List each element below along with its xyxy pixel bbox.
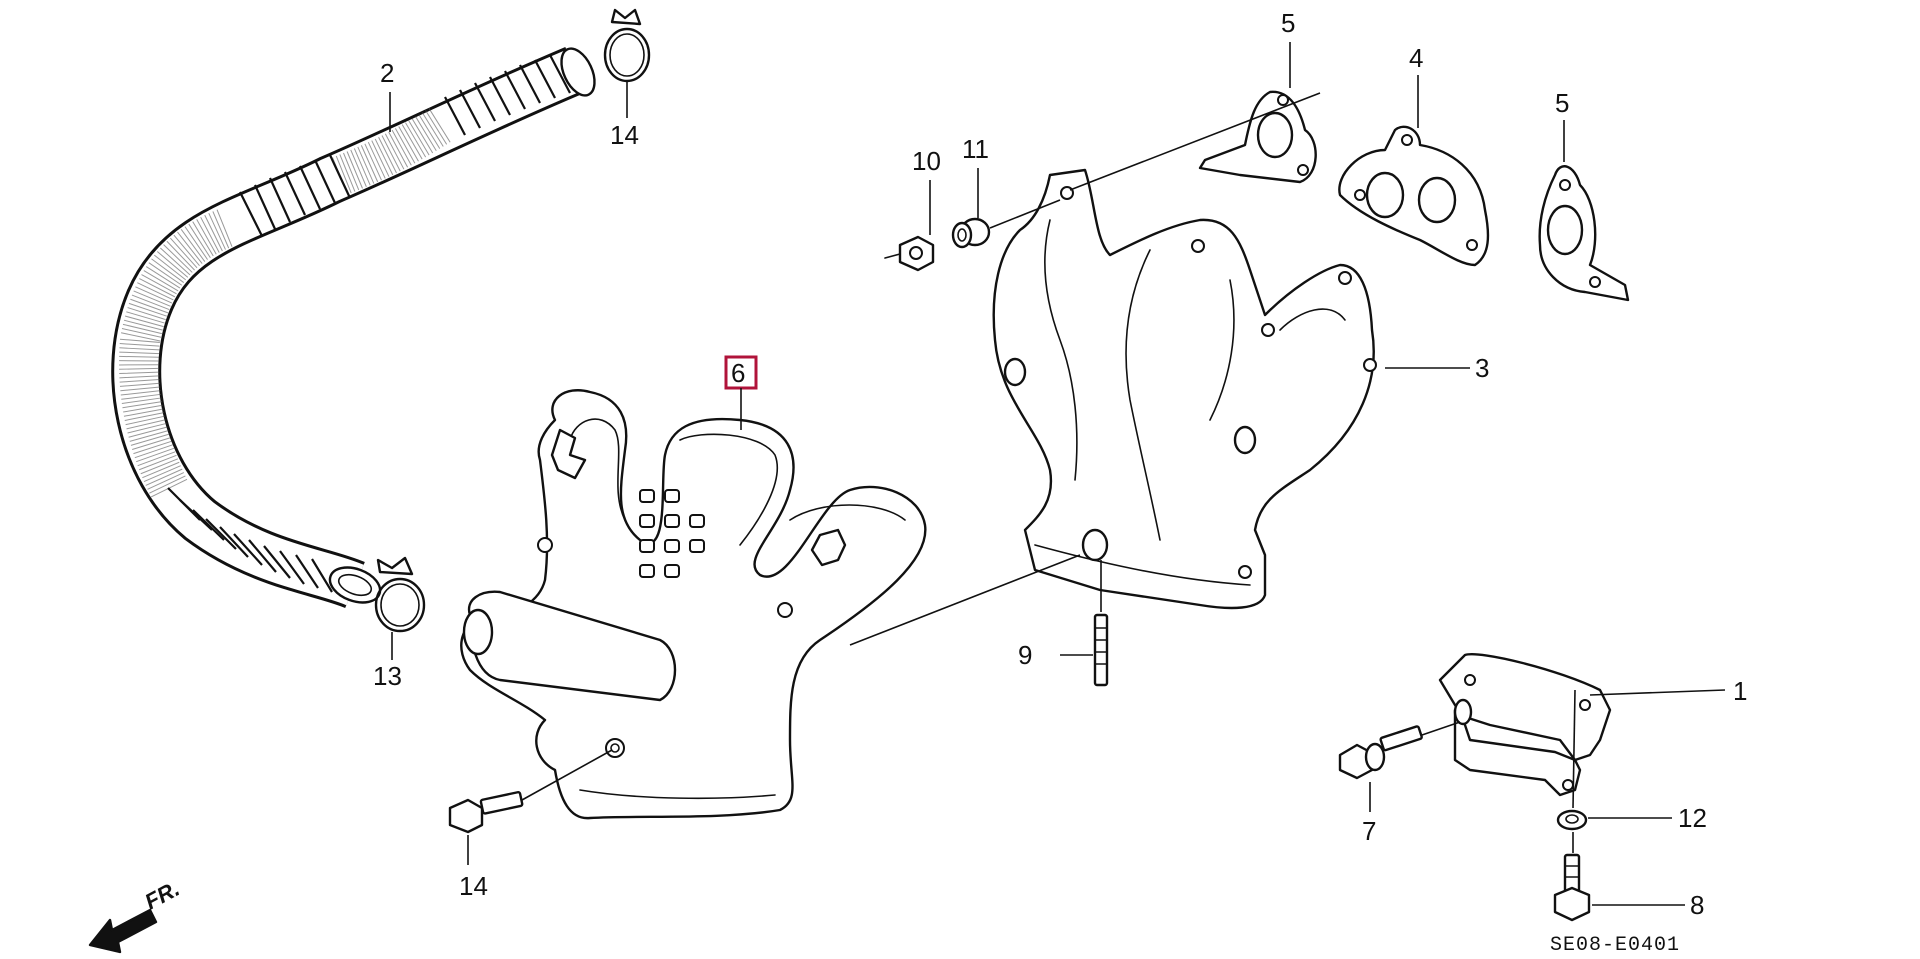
part-8-bolt[interactable] (1553, 853, 1591, 922)
alignment-line-collar (989, 199, 1061, 229)
hose-ribs-upper (239, 54, 571, 237)
part-13-washer[interactable] (1556, 809, 1588, 831)
heat-shield-grid (639, 489, 705, 578)
callout-5-left[interactable]: 5 (1281, 8, 1295, 38)
part-3-exhaust-manifold[interactable] (992, 168, 1377, 610)
callout-12[interactable]: 11 (962, 134, 989, 164)
alignment-line-washer (1572, 689, 1576, 809)
part-10-stud-bolt[interactable] (1093, 613, 1109, 687)
part-14-hose-clamp-lower[interactable] (374, 556, 426, 633)
alignment-line-gasket (1069, 92, 1321, 191)
part-11-nut[interactable] (884, 235, 935, 272)
part-4-manifold-gasket[interactable] (1338, 125, 1490, 267)
part-1-bracket[interactable] (1438, 653, 1612, 797)
callout-13[interactable]: 12 (1678, 803, 1707, 833)
callout-7[interactable]: 7 (1362, 816, 1376, 846)
front-direction-label: FR. (141, 876, 184, 915)
callout-14-lower[interactable]: 13 (373, 661, 402, 691)
callout-8[interactable]: 8 (1690, 890, 1704, 920)
callout-10[interactable]: 9 (1018, 640, 1032, 670)
part-5-gasket-b[interactable] (1538, 165, 1630, 302)
callout-14-upper[interactable]: 14 (610, 120, 639, 150)
part-9-flange-bolt[interactable] (448, 791, 524, 834)
callout-9[interactable]: 14 (459, 871, 488, 901)
diagram-code: SE08-E0401 (1550, 934, 1680, 957)
callout-4[interactable]: 4 (1409, 43, 1423, 73)
part-14-hose-clamp-upper[interactable] (603, 8, 651, 83)
callout-6[interactable]: 6 (731, 358, 745, 388)
callout-1[interactable]: 1 (1733, 676, 1747, 706)
part-2-air-hose[interactable] (111, 43, 601, 609)
callout-11[interactable]: 10 (912, 146, 941, 176)
front-direction-arrow: FR. (88, 876, 184, 954)
callout-3[interactable]: 3 (1475, 353, 1489, 383)
alignment-line-shield (849, 554, 1081, 646)
part-7-bolt-washer[interactable] (1338, 725, 1423, 780)
hose-ribs-lower (167, 487, 333, 593)
callout-2[interactable]: 2 (380, 58, 394, 88)
alignment-line-bolt7 (1421, 721, 1461, 736)
callout-5-right[interactable]: 5 (1555, 88, 1569, 118)
part-12-collar[interactable] (951, 217, 991, 249)
part-6-heat-shield[interactable] (460, 389, 927, 820)
part-5-gasket-a[interactable] (1198, 90, 1317, 184)
alignment-line-bolt9 (521, 749, 613, 801)
